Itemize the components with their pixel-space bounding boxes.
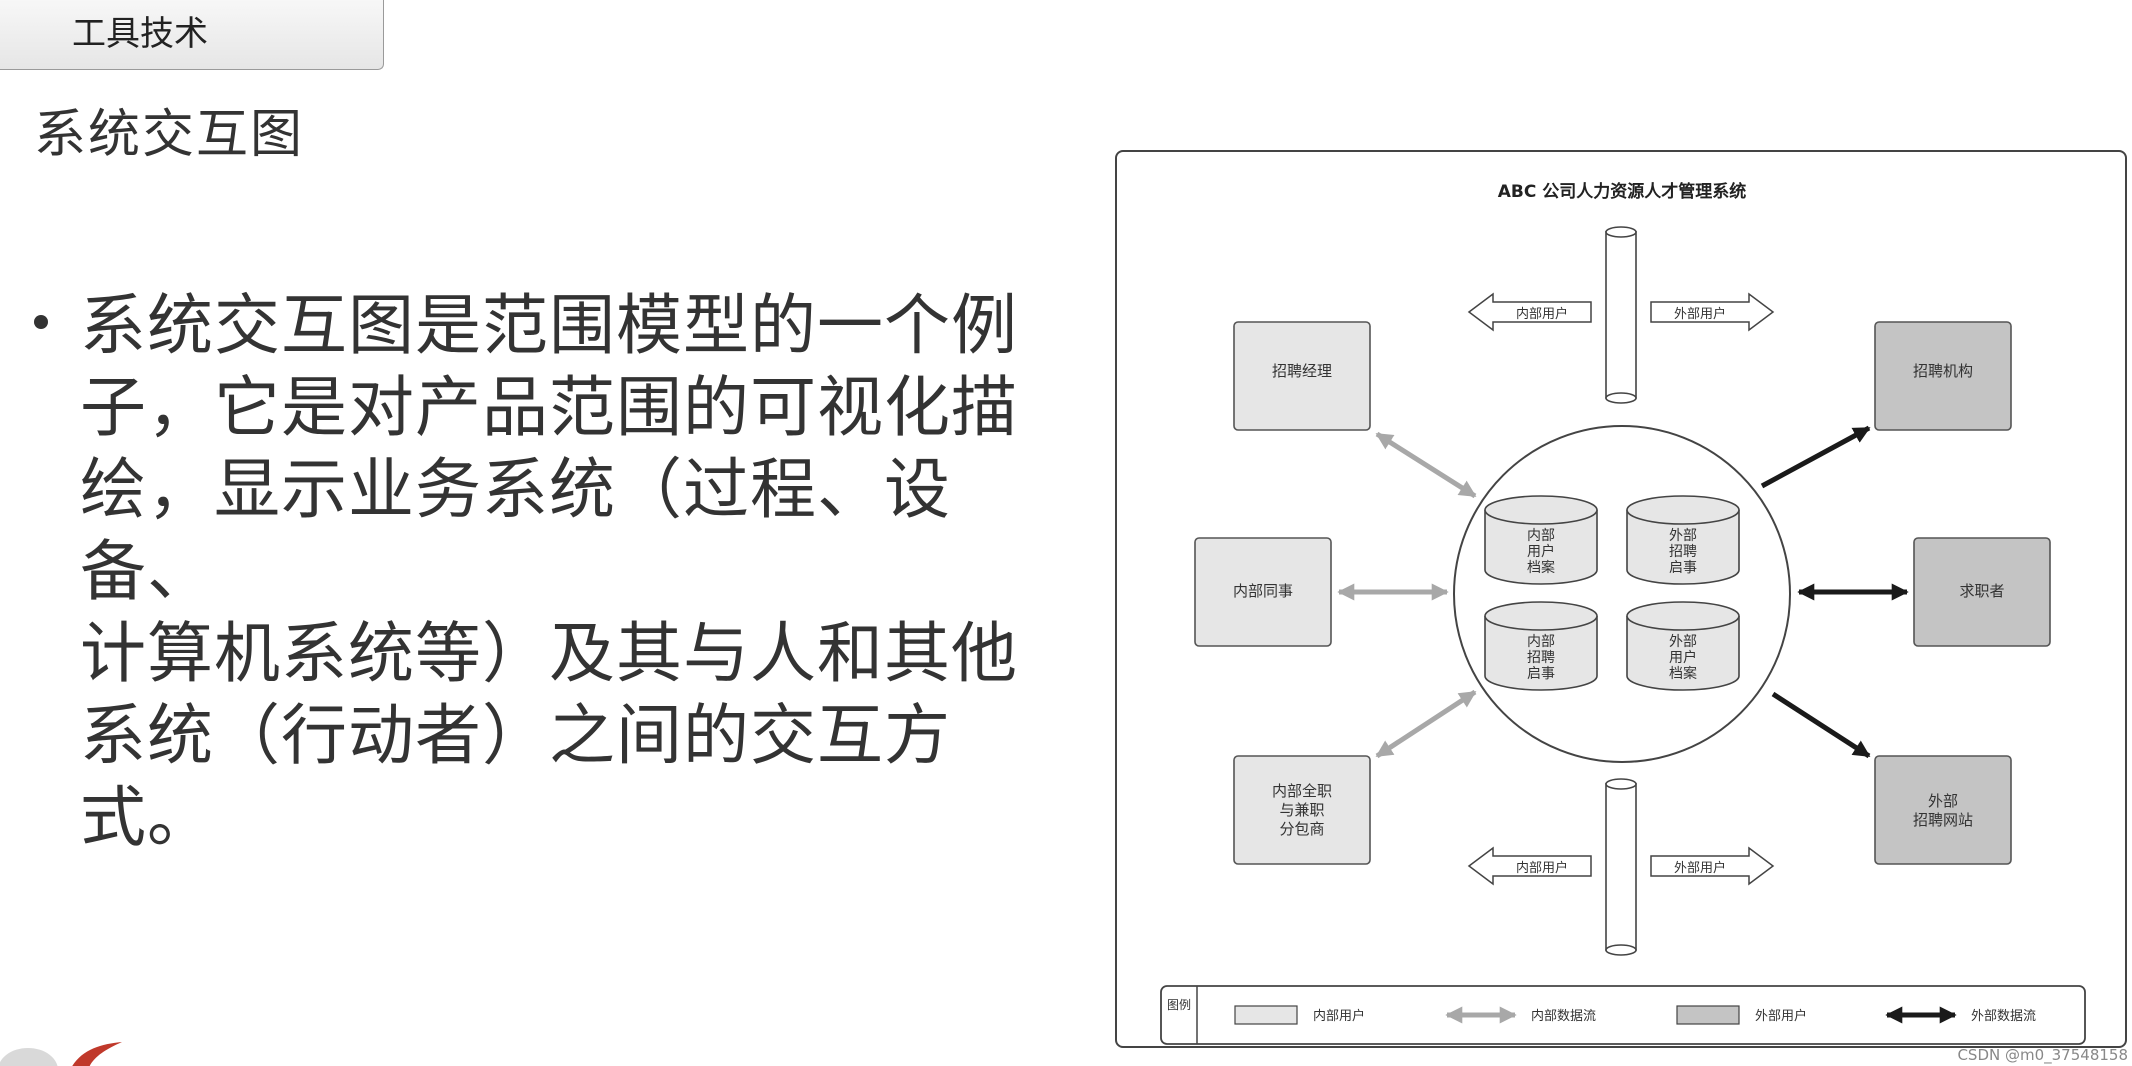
db-label-line: 内部 xyxy=(1527,634,1555,650)
context-diagram: ABC 公司人力资源人才管理系统 内部 用户 档案 外部 招聘 启事 内部 招聘… xyxy=(1115,150,2127,1048)
actor-label-line: 与兼职 xyxy=(1279,801,1324,819)
actor-recruit-agency: 招聘机构 xyxy=(1874,321,2012,431)
bottom-access-pipe xyxy=(1605,778,1637,956)
legend-label: 外部用户 xyxy=(1755,1008,1807,1024)
database-internal-postings: 内部 招聘 启事 xyxy=(1484,601,1598,691)
actor-label: 招聘机构 xyxy=(1913,362,1973,380)
section-tab[interactable]: 工具技术 xyxy=(0,0,384,70)
db-label-line: 用户 xyxy=(1669,649,1697,666)
legend: 图例 内部用户 内部数据流 外部用户 外部数据流 xyxy=(1160,985,2086,1045)
actor-label-line: 内部全职 xyxy=(1272,782,1332,800)
db-label-line: 招聘 xyxy=(1669,544,1697,560)
actor-label: 招聘经理 xyxy=(1272,362,1332,380)
internal-flow-arrow xyxy=(1375,689,1477,759)
db-label-line: 外部 xyxy=(1669,528,1697,544)
legend-label: 内部数据流 xyxy=(1531,1008,1596,1024)
top-left-user-arrow: 内部用户 xyxy=(1467,292,1592,332)
bullet-dot-icon xyxy=(34,315,48,329)
db-label-line: 启事 xyxy=(1527,666,1555,682)
legend-internal-user-swatch xyxy=(1234,1005,1298,1025)
db-label-line: 启事 xyxy=(1669,560,1697,576)
db-label-line: 内部 xyxy=(1527,528,1555,544)
actor-recruit-manager: 招聘经理 xyxy=(1233,321,1371,431)
presentation-logo-icon xyxy=(0,1042,122,1066)
pipe-label: 外部用户 xyxy=(1674,306,1726,322)
db-label-line: 用户 xyxy=(1527,543,1555,560)
external-flow-arrow xyxy=(1760,425,1871,489)
bullet-line: 子，它是对产品范围的可视化描 xyxy=(80,369,1018,446)
database-external-postings: 外部 招聘 启事 xyxy=(1626,495,1740,585)
legend-external-user-swatch xyxy=(1676,1005,1740,1025)
system-boundary-circle xyxy=(1453,425,1791,763)
internal-flow-arrow xyxy=(1375,431,1477,499)
bottom-right-user-arrow: 外部用户 xyxy=(1650,846,1775,886)
watermark: CSDN @m0_37548158 xyxy=(1957,1046,2128,1064)
external-flow-arrow xyxy=(1771,691,1871,759)
database-external-profiles: 外部 用户 档案 xyxy=(1626,601,1740,691)
actor-external-site: 外部 招聘网站 xyxy=(1874,755,2012,865)
db-label-line: 档案 xyxy=(1669,665,1697,682)
legend-label: 外部数据流 xyxy=(1971,1009,2036,1024)
legend-label: 内部用户 xyxy=(1313,1008,1365,1024)
actor-internal-contractor: 内部全职 与兼职 分包商 xyxy=(1233,755,1371,865)
db-label-line: 招聘 xyxy=(1527,650,1555,666)
context-diagram-svg: ABC 公司人力资源人才管理系统 内部 用户 档案 外部 招聘 启事 内部 招聘… xyxy=(1160,181,2086,1045)
bottom-left-user-arrow: 内部用户 xyxy=(1467,846,1592,886)
actor-label-line: 招聘网站 xyxy=(1913,811,1973,829)
actor-job-seeker: 求职者 xyxy=(1913,537,2051,647)
pipe-label: 外部用户 xyxy=(1674,860,1726,876)
bullet-item: 系统交互图是范围模型的一个例 子，它是对产品范围的可视化描 绘，显示业务系统（过… xyxy=(34,285,1074,859)
top-access-pipe xyxy=(1605,226,1637,404)
bullet-line: 绘，显示业务系统（过程、设备、 xyxy=(80,451,951,610)
database-internal-profiles: 内部 用户 档案 xyxy=(1484,495,1598,585)
actor-label-line: 分包商 xyxy=(1279,820,1324,838)
bullet-text: 系统交互图是范围模型的一个例 子，它是对产品范围的可视化描 绘，显示业务系统（过… xyxy=(80,285,1074,859)
top-right-user-arrow: 外部用户 xyxy=(1650,292,1775,332)
db-label-line: 外部 xyxy=(1669,634,1697,650)
actor-label: 求职者 xyxy=(1959,582,2004,600)
actor-label: 内部同事 xyxy=(1233,582,1293,600)
bullet-line: 系统（行动者）之间的交互方式。 xyxy=(80,697,951,856)
pipe-label: 内部用户 xyxy=(1516,306,1568,322)
bullet-line: 计算机系统等）及其与人和其他 xyxy=(80,615,1018,692)
slide-title: 系统交互图 xyxy=(34,105,305,165)
actor-label-line: 外部 xyxy=(1928,792,1958,810)
legend-title: 图例 xyxy=(1167,998,1191,1012)
bullet-line: 系统交互图是范围模型的一个例 xyxy=(80,287,1018,364)
actor-internal-colleague: 内部同事 xyxy=(1194,537,1332,647)
diagram-title: ABC 公司人力资源人才管理系统 xyxy=(1498,181,1747,202)
db-label-line: 档案 xyxy=(1527,559,1555,576)
pipe-label: 内部用户 xyxy=(1516,860,1568,876)
